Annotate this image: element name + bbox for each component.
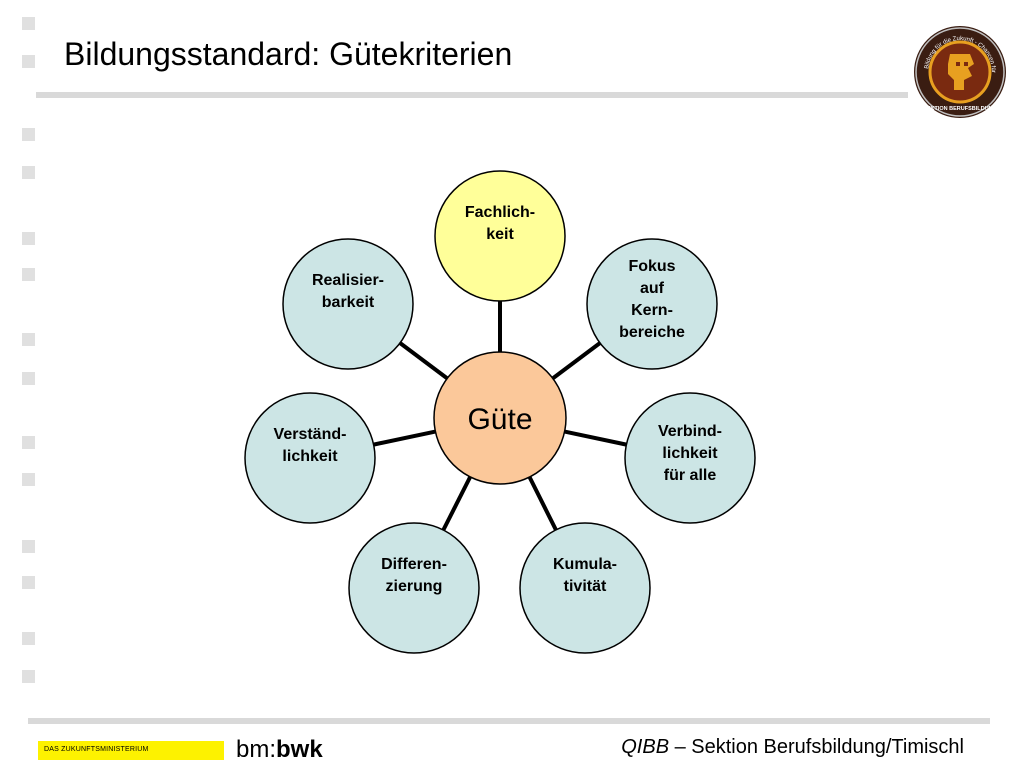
decor-square: [22, 128, 35, 141]
ministry-bar: DAS ZUKUNFTSMINISTERIUM: [38, 741, 224, 760]
decor-square: [22, 473, 35, 486]
node-label: für alle: [664, 467, 717, 484]
node-circle: [348, 522, 480, 654]
node-label: Fokus: [628, 258, 675, 275]
node-label: Realisier-: [312, 272, 384, 289]
decor-square: [22, 632, 35, 645]
node-circle: [624, 392, 756, 524]
center-node: Güte: [433, 351, 567, 485]
node-kumulativitaet: Kumula-tivität: [519, 522, 651, 654]
node-circle: [282, 238, 414, 370]
sektion-berufsbildung-logo: Bildung für die Zukunft - Chancen für da…: [912, 24, 1006, 118]
node-label: auf: [640, 280, 665, 297]
decor-square: [22, 232, 35, 245]
node-circle: [586, 238, 718, 370]
footer-credit: QIBB – Sektion Berufsbildung/Timischl: [621, 736, 964, 759]
node-label: keit: [486, 226, 514, 243]
ministry-bar-text: DAS ZUKUNFTSMINISTERIUM: [44, 746, 149, 753]
connector-verstaendlichkeit: [373, 429, 436, 447]
node-label: Kumula-: [553, 556, 617, 573]
node-label: barkeit: [322, 294, 375, 311]
node-label: tivität: [564, 578, 607, 595]
node-circle: [244, 392, 376, 524]
connector-fokus: [551, 341, 602, 380]
node-label: Kern-: [631, 302, 673, 319]
node-label: Differen-: [381, 556, 447, 573]
credit-text: – Sektion Berufsbildung/Timischl: [669, 736, 964, 758]
node-realisierbarkeit: Realisier-barkeit: [282, 238, 414, 370]
connector-differenzierung: [441, 475, 472, 531]
node-verbindlichkeit: Verbind-lichkeit für alle: [624, 392, 756, 524]
connector-verbindlichkeit: [564, 429, 627, 447]
node-verstaendlichkeit: Verständ-lichkeit: [244, 392, 376, 524]
decor-square: [22, 540, 35, 553]
connector-lines: [373, 301, 627, 531]
node-circle: [434, 170, 566, 302]
node-label: Fachlich-: [465, 204, 535, 221]
node-label: lichkeit: [662, 445, 718, 462]
decor-square: [22, 372, 35, 385]
decor-square: [22, 17, 35, 30]
bmbwk-bold: bwk: [276, 736, 323, 763]
decor-square: [22, 436, 35, 449]
connector-realisierbarkeit: [398, 341, 449, 380]
footer-divider: [28, 718, 990, 724]
node-label: lichkeit: [282, 448, 338, 465]
connector-kumulativitaet: [527, 476, 558, 531]
node-circle: [519, 522, 651, 654]
node-label: Verbind-: [658, 423, 722, 440]
decor-square: [22, 166, 35, 179]
decor-square: [22, 576, 35, 589]
center-circle: [433, 351, 567, 485]
decor-square: [22, 55, 35, 68]
decor-square: [22, 268, 35, 281]
qibb-label: QIBB: [621, 736, 670, 758]
svg-text:SEKTION BERUFSBILDUNG: SEKTION BERUFSBILDUNG: [923, 106, 997, 112]
node-differenzierung: Differen-zierung: [348, 522, 480, 654]
slide-title: Bildungsstandard: Gütekriterien: [64, 36, 513, 72]
title-divider: [36, 92, 908, 98]
node-fachlichkeit: Fachlich-keit: [434, 170, 566, 302]
node-label: bereiche: [619, 324, 685, 341]
decor-square: [22, 333, 35, 346]
node-label: Verständ-: [274, 426, 347, 443]
node-label: zierung: [386, 578, 443, 595]
decor-square: [22, 670, 35, 683]
bmbwk-prefix: bm:: [236, 736, 277, 763]
bmbwk-logo: bm:bwk: [236, 736, 323, 764]
center-label: Güte: [467, 403, 532, 436]
